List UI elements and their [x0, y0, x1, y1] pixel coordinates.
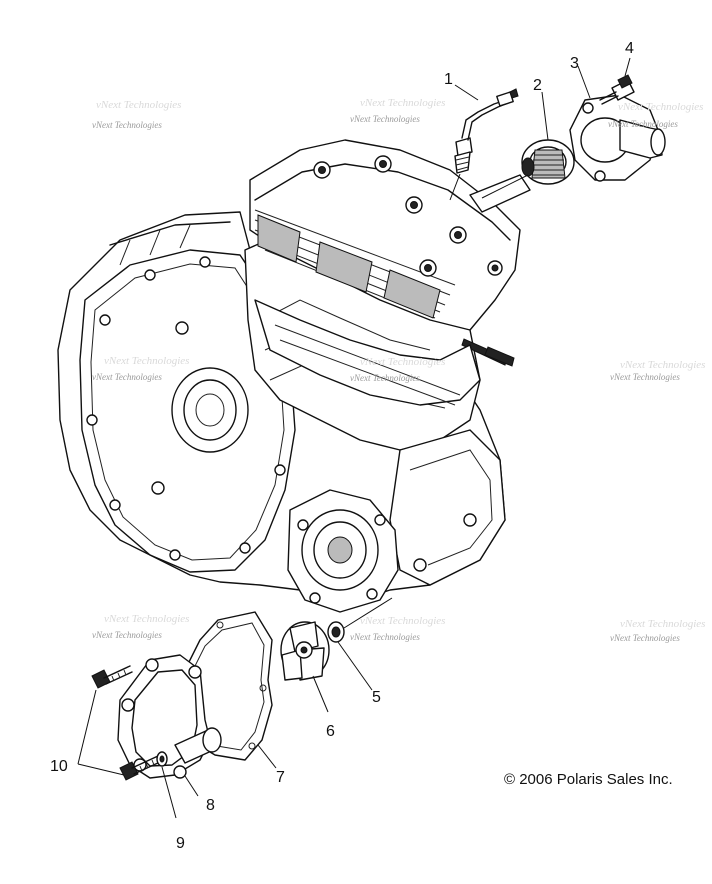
watermark-text: vNext Technologies — [92, 630, 162, 640]
watermark-text: vNext Technologies — [92, 120, 162, 130]
watermark-ghost: vNext Technologies — [360, 356, 445, 368]
watermark-text: vNext Technologies — [610, 633, 680, 643]
watermark-ghost: vNext Technologies — [96, 99, 181, 111]
leader-3 — [577, 65, 591, 99]
water-pump-impeller — [280, 621, 330, 713]
leader-2 — [541, 91, 549, 141]
callout-5: 5 — [372, 689, 381, 706]
watermark-ghost: vNext Technologies — [620, 618, 705, 630]
valve-cover — [249, 139, 531, 406]
valve-cover-fins — [254, 209, 456, 319]
pump-cover-bolts — [77, 665, 161, 781]
watermark-text: vNext Technologies — [610, 372, 680, 382]
callout-4: 4 — [625, 40, 634, 57]
callout-9: 9 — [176, 835, 185, 852]
watermark-text: vNext Technologies — [350, 632, 420, 642]
watermark-ghost: vNext Technologies — [360, 97, 445, 109]
watermark-text: vNext Technologies — [92, 372, 162, 382]
watermark-text: vNext Technologies — [350, 114, 420, 124]
callout-8: 8 — [206, 797, 215, 814]
engine-crankcase — [57, 211, 515, 613]
copyright-notice: © 2006 Polaris Sales Inc. — [504, 771, 673, 788]
callout-2: 2 — [533, 77, 542, 94]
watermark-text: vNext Technologies — [350, 373, 420, 383]
leader-4 — [624, 57, 631, 77]
callout-7: 7 — [276, 769, 285, 786]
watermark-ghost: vNext Technologies — [360, 615, 445, 627]
water-pump-cover — [117, 654, 222, 797]
water-pump-seal — [327, 597, 393, 691]
watermarks: vNext Technologies vNext Technologies vN… — [92, 97, 705, 643]
leader-1 — [454, 84, 479, 101]
watermark-ghost: vNext Technologies — [104, 613, 189, 625]
housing-bolt — [599, 74, 635, 105]
thermostat-housing — [569, 94, 666, 182]
washer — [156, 751, 177, 819]
watermark-text: vNext Technologies — [608, 119, 678, 129]
watermark-ghost: vNext Technologies — [618, 101, 703, 113]
callout-3: 3 — [570, 55, 579, 72]
temperature-sensor — [449, 88, 519, 201]
watermark-ghost: vNext Technologies — [104, 355, 189, 367]
valve-cover-bolts — [313, 155, 503, 277]
callout-1: 1 — [444, 71, 453, 88]
watermark-ghost: vNext Technologies — [620, 359, 705, 371]
callout-6: 6 — [326, 723, 335, 740]
callout-10: 10 — [50, 758, 68, 775]
